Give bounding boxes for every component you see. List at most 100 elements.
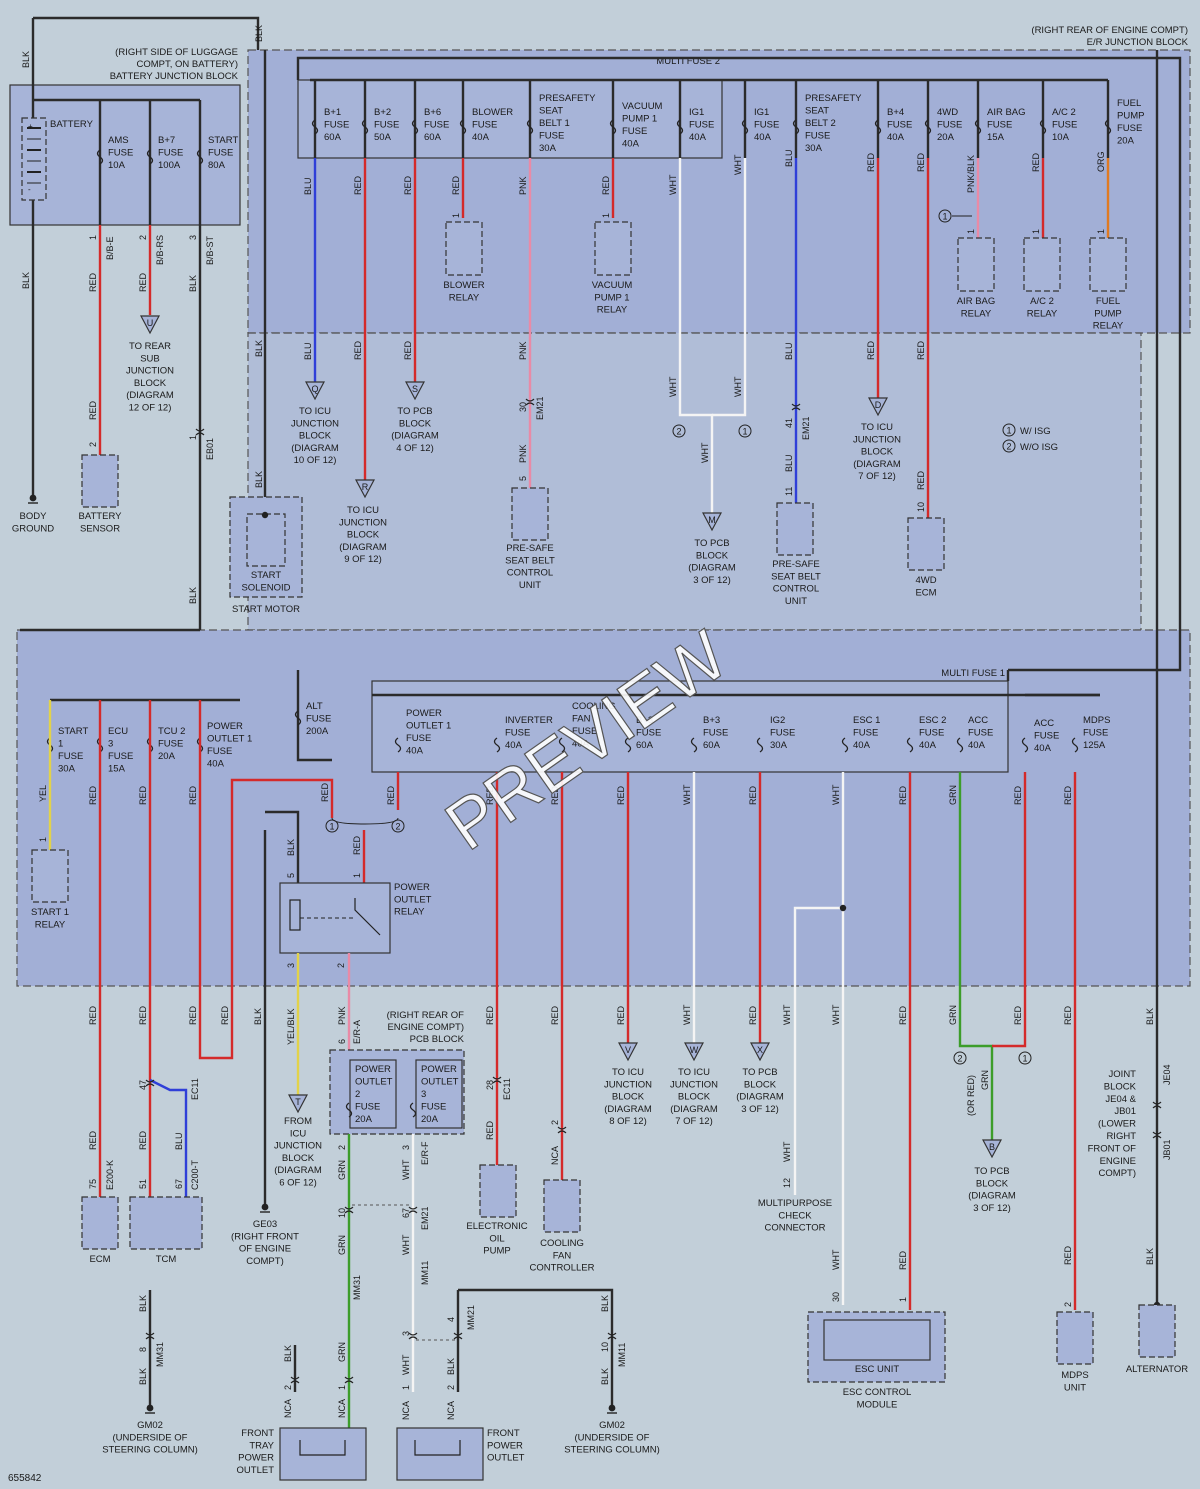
fuse-icon xyxy=(493,737,501,753)
mf1-fuse-label: FUSE xyxy=(703,728,728,739)
electronic-oil-pump xyxy=(479,1164,517,1218)
4wd-ecm xyxy=(907,517,945,571)
relay-coil-icon xyxy=(289,899,301,931)
mf1-fuse-label: 40A xyxy=(853,740,871,751)
wire-color-label: NCA xyxy=(283,1399,293,1418)
legend-option: 1 xyxy=(1006,426,1011,436)
wire-color-label: GRN xyxy=(337,1235,347,1255)
wire-color-label: RED xyxy=(898,785,908,805)
callout-u-text: 12 OF 12) xyxy=(129,403,172,414)
mf2-fuse-label: FUSE xyxy=(424,120,449,131)
wire-color-label: RED xyxy=(138,1130,148,1150)
ac2-relay-label: A/C 2 xyxy=(1030,296,1054,307)
mf2-fuse-label: FUSE xyxy=(1117,123,1142,134)
mf1-fuse-label: 40A xyxy=(968,740,986,751)
callout-u-text: TO REAR xyxy=(129,341,171,352)
acc2-wire xyxy=(992,772,1027,1048)
pin-number: 2 xyxy=(446,1385,456,1390)
callout-w-text: JUNCTION xyxy=(670,1079,718,1090)
mf2-fuse-label: SEAT xyxy=(805,106,829,117)
wire-color-label: RED xyxy=(138,272,148,292)
front-tray-power-outlet-label: POWER xyxy=(238,1453,274,1464)
wire-color-label: BLK xyxy=(254,471,264,488)
wire-color-label: WHT xyxy=(682,784,692,805)
alt-bus xyxy=(296,670,332,762)
callout-u-text: (DIAGRAM xyxy=(126,390,174,401)
callout-q-text: TO ICU xyxy=(299,406,331,417)
ig1-option: 2 xyxy=(676,427,681,437)
callout-v-arrow-icon xyxy=(618,1042,638,1062)
ig1-option: 1 xyxy=(742,427,747,437)
callout-b-text: 3 OF 12) xyxy=(973,1203,1011,1214)
pin-number: 1 xyxy=(38,837,48,842)
gm02-wire-b xyxy=(458,1288,614,1408)
pin-number: 1 xyxy=(88,235,98,240)
fuse-icon xyxy=(874,119,882,135)
power-outlet-relay-label: POWER xyxy=(394,882,430,893)
wire-color-label: (OR RED) xyxy=(966,1075,976,1116)
pre-safe-seat-belt-unit-1-label: PRE-SAFE xyxy=(506,543,554,554)
mf2-fuse-label: FUSE xyxy=(1052,120,1077,131)
wire-color-label: BLK xyxy=(138,1368,148,1385)
battery-fuse-label: FUSE xyxy=(108,148,133,159)
ac2-relay-label: RELAY xyxy=(1027,308,1058,319)
connector-mark xyxy=(145,1079,155,1087)
callout-w-text: TO ICU xyxy=(678,1067,710,1078)
pin-number: 1 xyxy=(966,229,976,234)
start-solenoid-terminal xyxy=(261,511,269,519)
blower-relay-label: BLOWER xyxy=(443,280,484,291)
pin-number: 51 xyxy=(138,1179,148,1189)
start-1-relay xyxy=(31,849,69,903)
connector-id: JB01 xyxy=(1162,1139,1172,1160)
4wd-ecm-label: ECM xyxy=(915,587,936,598)
mf1-fuse-label: B+3 xyxy=(703,715,720,726)
battery-minus-icon: - xyxy=(28,185,31,194)
connector-id: C200-T xyxy=(190,1159,200,1190)
ig1-wire-b xyxy=(712,158,747,417)
pin-number: 41 xyxy=(784,418,794,428)
start-solenoid-label: START xyxy=(251,570,281,581)
mf1-fuse-label: FUSE xyxy=(1083,728,1108,739)
mf1-fuse-label: FUSE xyxy=(158,739,183,750)
wire-color-label: WHT xyxy=(733,154,743,175)
battery-sensor-label: BATTERY xyxy=(79,511,123,522)
wire-color-label: WHT xyxy=(831,1004,841,1025)
callout-m-text: TO PCB xyxy=(694,538,729,549)
callout-s-text: 4 OF 12) xyxy=(396,443,434,454)
callout-t-text: ICU xyxy=(290,1128,307,1139)
body-ground-icon xyxy=(29,494,37,502)
wire-color-label: NCA xyxy=(446,1401,456,1420)
mf1-fuse-label: ALT xyxy=(306,701,323,712)
4wd-ecm-label: 4WD xyxy=(915,575,936,586)
acc-option-circle-icon xyxy=(953,1051,967,1065)
pre-safe-seat-belt-unit-2-label: CONTROL xyxy=(773,584,819,595)
connector-mark xyxy=(1152,1131,1162,1139)
power-outlet-2-fuse-label: POWER xyxy=(355,1064,391,1075)
ac2-relay xyxy=(1023,237,1061,292)
callout-w: W xyxy=(690,1045,699,1055)
cooling-fan-controller-label: FAN xyxy=(553,1250,572,1261)
wire-color-label: BLK xyxy=(188,275,198,292)
callout-x-text: BLOCK xyxy=(744,1079,777,1090)
callout-x: X xyxy=(757,1045,763,1055)
callout-x-text: TO PCB xyxy=(742,1067,777,1078)
mf2-fuse-label: 20A xyxy=(937,132,955,143)
wire-color-label: BLU xyxy=(303,342,313,360)
wire-color-label: BLK xyxy=(1145,1248,1155,1265)
mf1-fuse-label: FAN xyxy=(572,714,591,725)
mf1-fuse-label: 30A xyxy=(770,740,788,751)
ge03-label: COMPT) xyxy=(246,1256,283,1267)
mf2-fuse-label: BELT 1 xyxy=(539,118,570,129)
mf2-fuse-label: FUSE xyxy=(805,131,830,142)
callout-b-text: TO PCB xyxy=(974,1166,1009,1177)
connector-id: EB01 xyxy=(205,438,215,460)
wire-color-label: WHT xyxy=(782,1141,792,1162)
callout-x-arrow-icon xyxy=(750,1042,770,1062)
pin-number: 1 xyxy=(401,1385,411,1390)
pre-safe-seat-belt-unit-2-label: PRE-SAFE xyxy=(772,559,820,570)
joint-block-label: COMPT) xyxy=(1099,1168,1136,1179)
wire-color-label: WHT xyxy=(668,376,678,397)
mf2-fuse-label: 40A xyxy=(689,132,707,143)
fuse-icon xyxy=(974,119,982,135)
front-tray-power-outlet-label: OUTLET xyxy=(237,1465,275,1476)
